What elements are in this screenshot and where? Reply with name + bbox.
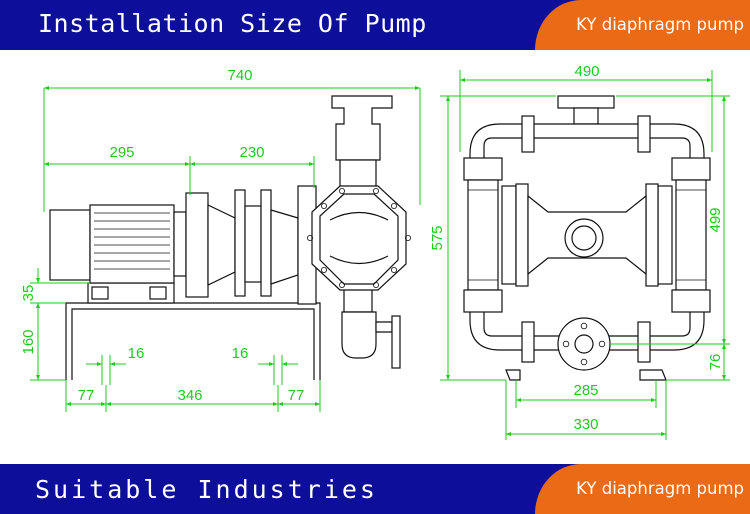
dim-front-foot-span: 285	[573, 382, 598, 399]
side-view: 740 295 230 35 160 16 16	[20, 67, 421, 412]
footer-product-badge: KY diaphragm pump	[535, 464, 750, 514]
dim-side-coupling: 230	[239, 144, 264, 161]
side-view-coupling	[185, 185, 317, 305]
side-view-dimensions: 740 295 230 35 160 16 16	[20, 67, 421, 412]
front-view-body	[501, 183, 673, 287]
installation-drawing: 740 295 230 35 160 16 16	[20, 63, 730, 440]
dim-front-outlet-height: 76	[707, 354, 724, 371]
front-view: 490 575 499 76 285 330	[429, 63, 730, 440]
side-view-pump-head	[306, 95, 411, 369]
dim-side-offset-left: 77	[78, 387, 95, 404]
dim-side-base-height: 35	[20, 285, 37, 302]
dim-side-offset-right: 77	[288, 387, 305, 404]
dim-side-bolt-left: 16	[128, 345, 145, 362]
dim-side-frame-height: 160	[20, 329, 37, 354]
side-view-motor	[49, 204, 187, 284]
front-view-valve-chambers	[463, 157, 711, 313]
page-title: Installation Size Of Pump	[38, 9, 427, 38]
front-view-outlet-manifold	[469, 95, 705, 163]
dim-front-total-width: 490	[574, 63, 599, 80]
footer-banner: Suitable Industries KY diaphragm pump	[0, 464, 750, 514]
header-product-badge: KY diaphragm pump	[535, 0, 750, 50]
dim-front-total-height: 575	[429, 225, 446, 250]
dim-side-bolt-right: 16	[232, 345, 249, 362]
dim-side-motor: 295	[109, 144, 134, 161]
section-title: Suitable Industries	[35, 475, 378, 504]
dim-side-total: 740	[227, 67, 252, 84]
dim-side-base-length: 346	[177, 387, 202, 404]
dim-front-body-height: 499	[707, 207, 724, 232]
dim-front-base-width: 330	[573, 416, 598, 433]
header-banner: Installation Size Of Pump KY diaphragm p…	[0, 0, 750, 50]
front-view-dimensions: 490 575 499 76 285 330	[429, 63, 730, 440]
